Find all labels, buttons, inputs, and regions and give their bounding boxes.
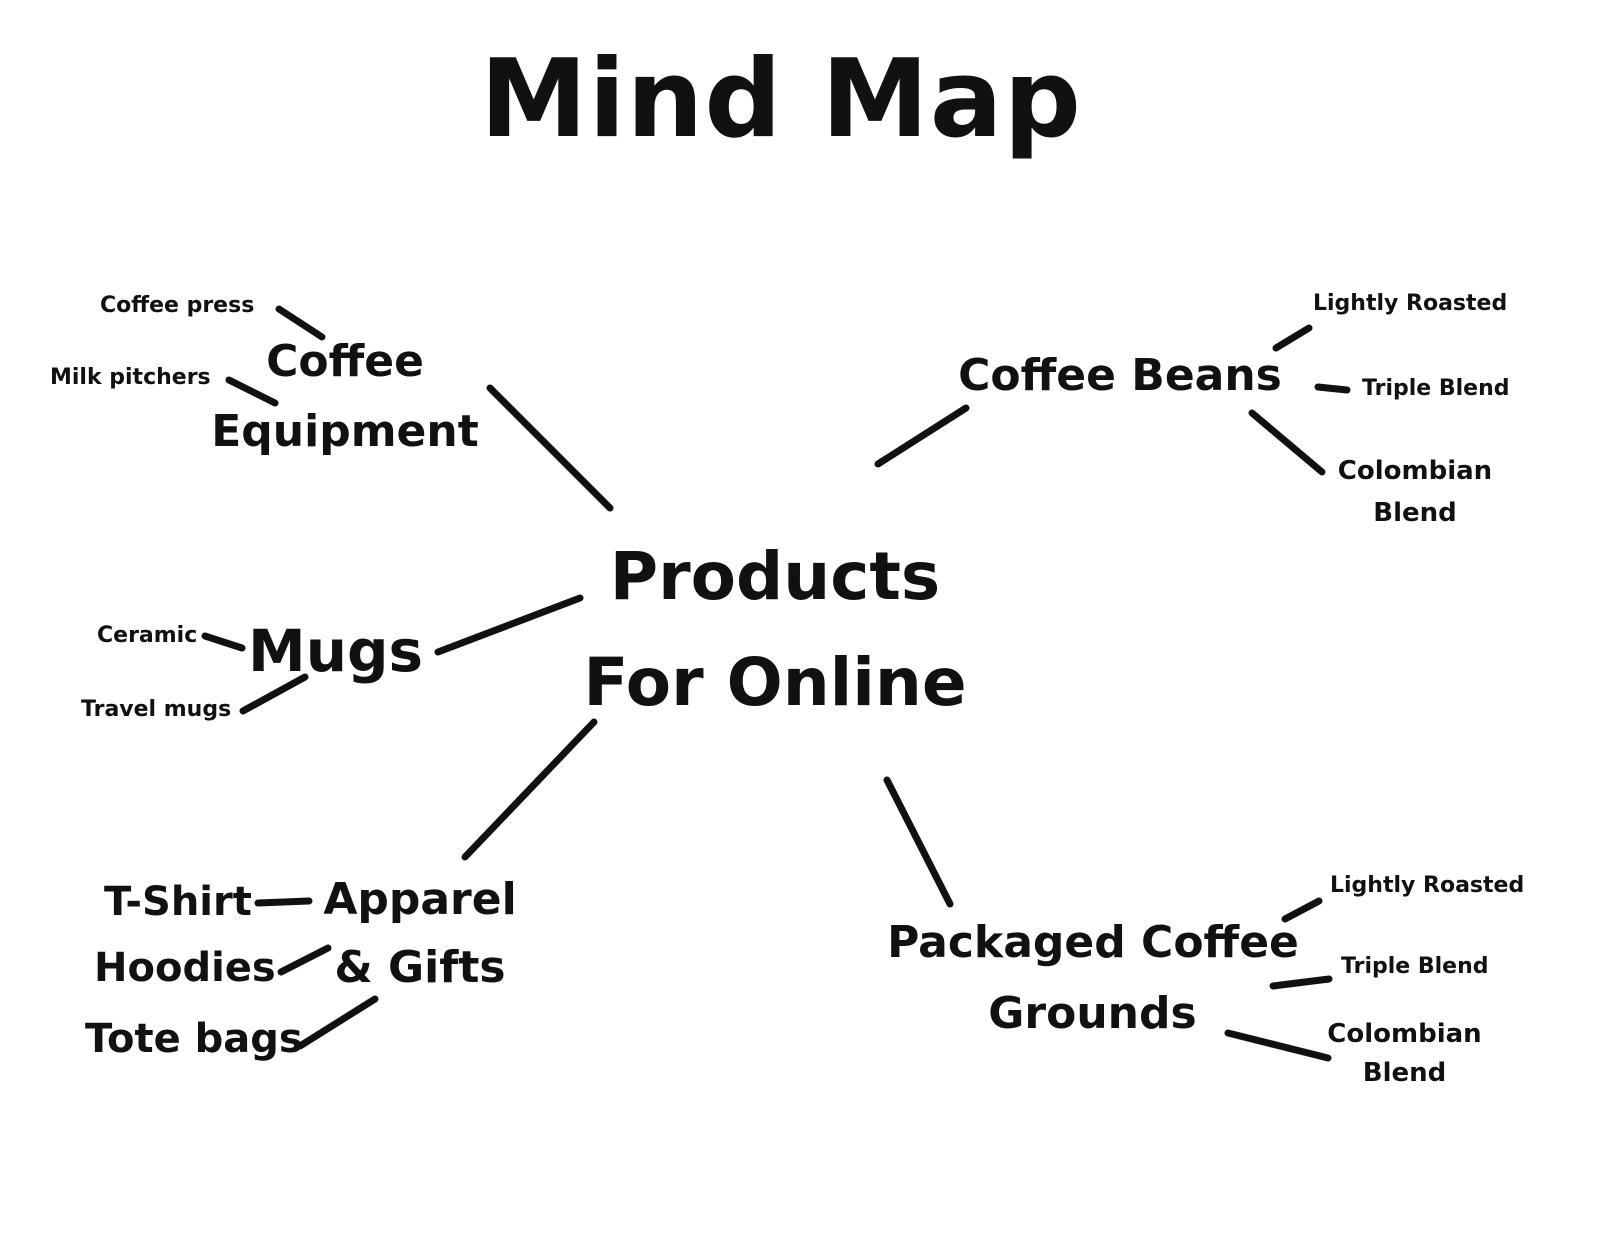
connector-t-shirt [254,897,313,907]
branch-coffee-equipment-line1: Coffee [266,336,424,387]
connector-travel-mugs [239,673,309,715]
leaf-tote-bags: Tote bags [85,1016,303,1062]
branch-mugs: Mugs [248,617,424,685]
center-node-line2: For Online [583,644,967,721]
branch-apparel-line1: Apparel [323,874,517,925]
connector-milk-pitchers [225,376,279,407]
connector-coffee-press [275,305,326,341]
branch-apparel-line2: & Gifts [334,942,506,993]
leaf-beans-colombian: Colombian [1337,456,1493,486]
connector-packaged-colombian [1224,1029,1332,1062]
connector-center-coffee-beans [874,404,970,468]
leaf-packaged-blend: Blend [1362,1058,1447,1088]
connector-beans-colombian [1248,409,1326,476]
connector-beans-triple-blend [1314,383,1351,394]
center-node-line1: Products [609,538,941,615]
connector-hoodies [277,944,332,976]
connector-packaged-lightly-roasted [1281,897,1323,923]
leaf-beans-triple-blend: Triple Blend [1362,376,1510,401]
leaf-ceramic: Ceramic [97,623,198,648]
connector-tote-bags [296,995,379,1050]
page-title: Mind Map [480,37,1082,162]
leaf-coffee-press: Coffee press [100,293,255,318]
connector-center-apparel [461,718,598,861]
connector-ceramic [201,632,246,652]
leaf-travel-mugs: Travel mugs [81,697,232,722]
leaf-packaged-lightly-roasted: Lightly Roasted [1330,873,1525,898]
connector-packaged-triple-blend [1269,975,1333,990]
leaf-hoodies: Hoodies [94,945,276,991]
leaf-packaged-triple-blend: Triple Blend [1341,954,1489,979]
branch-coffee-beans: Coffee Beans [958,350,1282,401]
connector-center-mugs [434,594,584,656]
leaf-t-shirt: T-Shirt [104,879,252,925]
branch-packaged-line2: Grounds [988,988,1197,1039]
connector-center-coffee-equipment [486,384,614,512]
leaf-packaged-colombian: Colombian [1327,1019,1482,1049]
leaf-milk-pitchers: Milk pitchers [50,365,211,390]
connector-center-packaged [883,776,954,908]
branch-coffee-equipment-line2: Equipment [211,406,479,457]
leaf-beans-blend: Blend [1373,498,1457,528]
connector-beans-lightly-roasted [1272,324,1313,352]
branch-packaged-line1: Packaged Coffee [887,917,1299,968]
leaf-beans-lightly-roasted: Lightly Roasted [1313,291,1508,316]
